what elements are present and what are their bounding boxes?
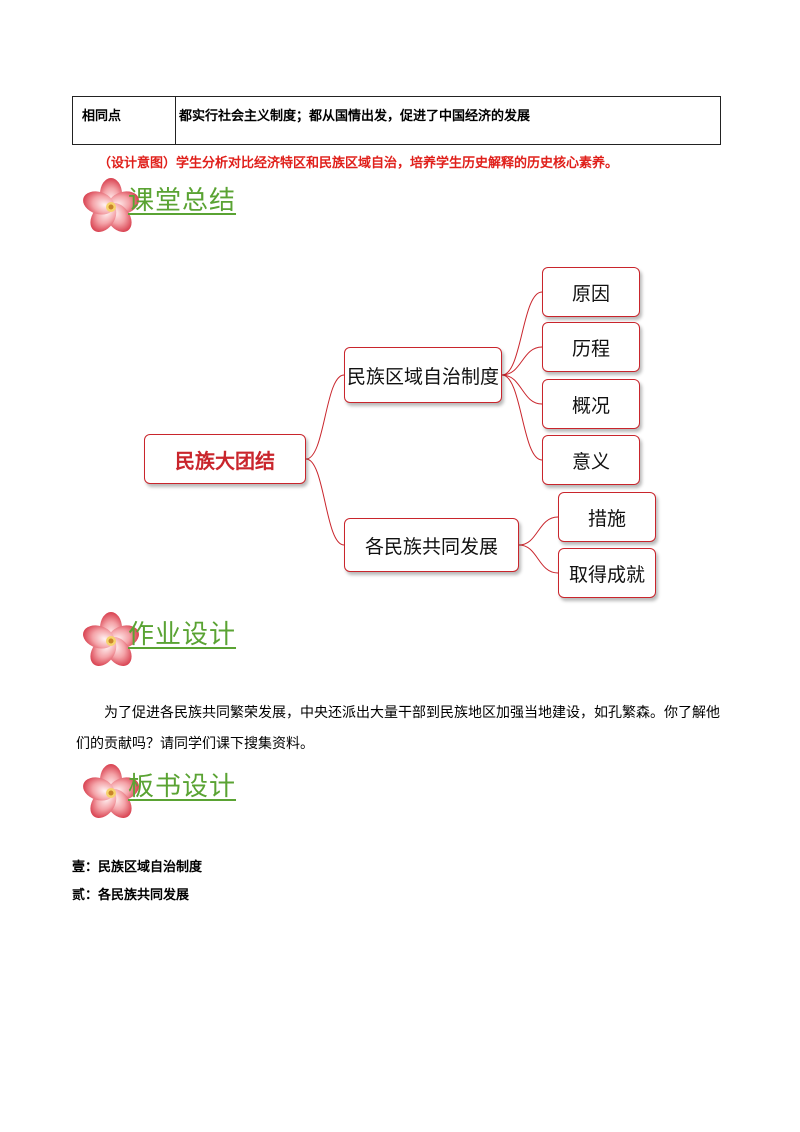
mindmap-branch-autonomy: 民族区域自治制度 xyxy=(344,347,502,403)
table-label: 相同点 xyxy=(82,109,122,124)
section-title-summary: 课堂总结 xyxy=(128,186,237,216)
board-item: 壹：民族区域自治制度 xyxy=(72,860,203,875)
connector-root-branch2 xyxy=(305,458,345,546)
connector-b1-c3 xyxy=(501,374,543,405)
mindmap-leaf: 取得成就 xyxy=(558,548,656,598)
table-content: 都实行社会主义制度；都从国情出发，促进了中国经济的发展 xyxy=(179,109,531,124)
design-intent: （设计意图）学生分析对比经济特区和民族区域自治，培养学生历史解释的历史核心素养。 xyxy=(98,156,619,171)
mindmap-leaf: 意义 xyxy=(542,435,640,485)
connector-b2-c1 xyxy=(518,516,559,546)
board-item: 贰：各民族共同发展 xyxy=(72,888,190,903)
mindmap-leaf: 历程 xyxy=(542,322,640,372)
section-title-homework: 作业设计 xyxy=(128,620,237,650)
mindmap-leaf: 措施 xyxy=(558,492,656,542)
mindmap-leaf: 概况 xyxy=(542,379,640,429)
table-divider xyxy=(175,97,176,144)
homework-paragraph: 为了促进各民族共同繁荣发展，中央还派出大量干部到民族地区加强当地建设，如孔繁森。… xyxy=(76,705,720,752)
mindmap-leaf: 原因 xyxy=(542,267,640,317)
connector-b1-c2 xyxy=(501,346,543,376)
comparison-table: 相同点 都实行社会主义制度；都从国情出发，促进了中国经济的发展 xyxy=(72,96,721,145)
mindmap-branch-development: 各民族共同发展 xyxy=(344,518,519,572)
connector-b1-c4 xyxy=(501,374,543,461)
section-title-board: 板书设计 xyxy=(128,772,237,802)
connector-b2-c2 xyxy=(518,544,559,574)
connector-b1-c1 xyxy=(501,291,543,376)
mindmap-root: 民族大团结 xyxy=(144,434,306,484)
connector-root-branch1 xyxy=(305,374,345,460)
